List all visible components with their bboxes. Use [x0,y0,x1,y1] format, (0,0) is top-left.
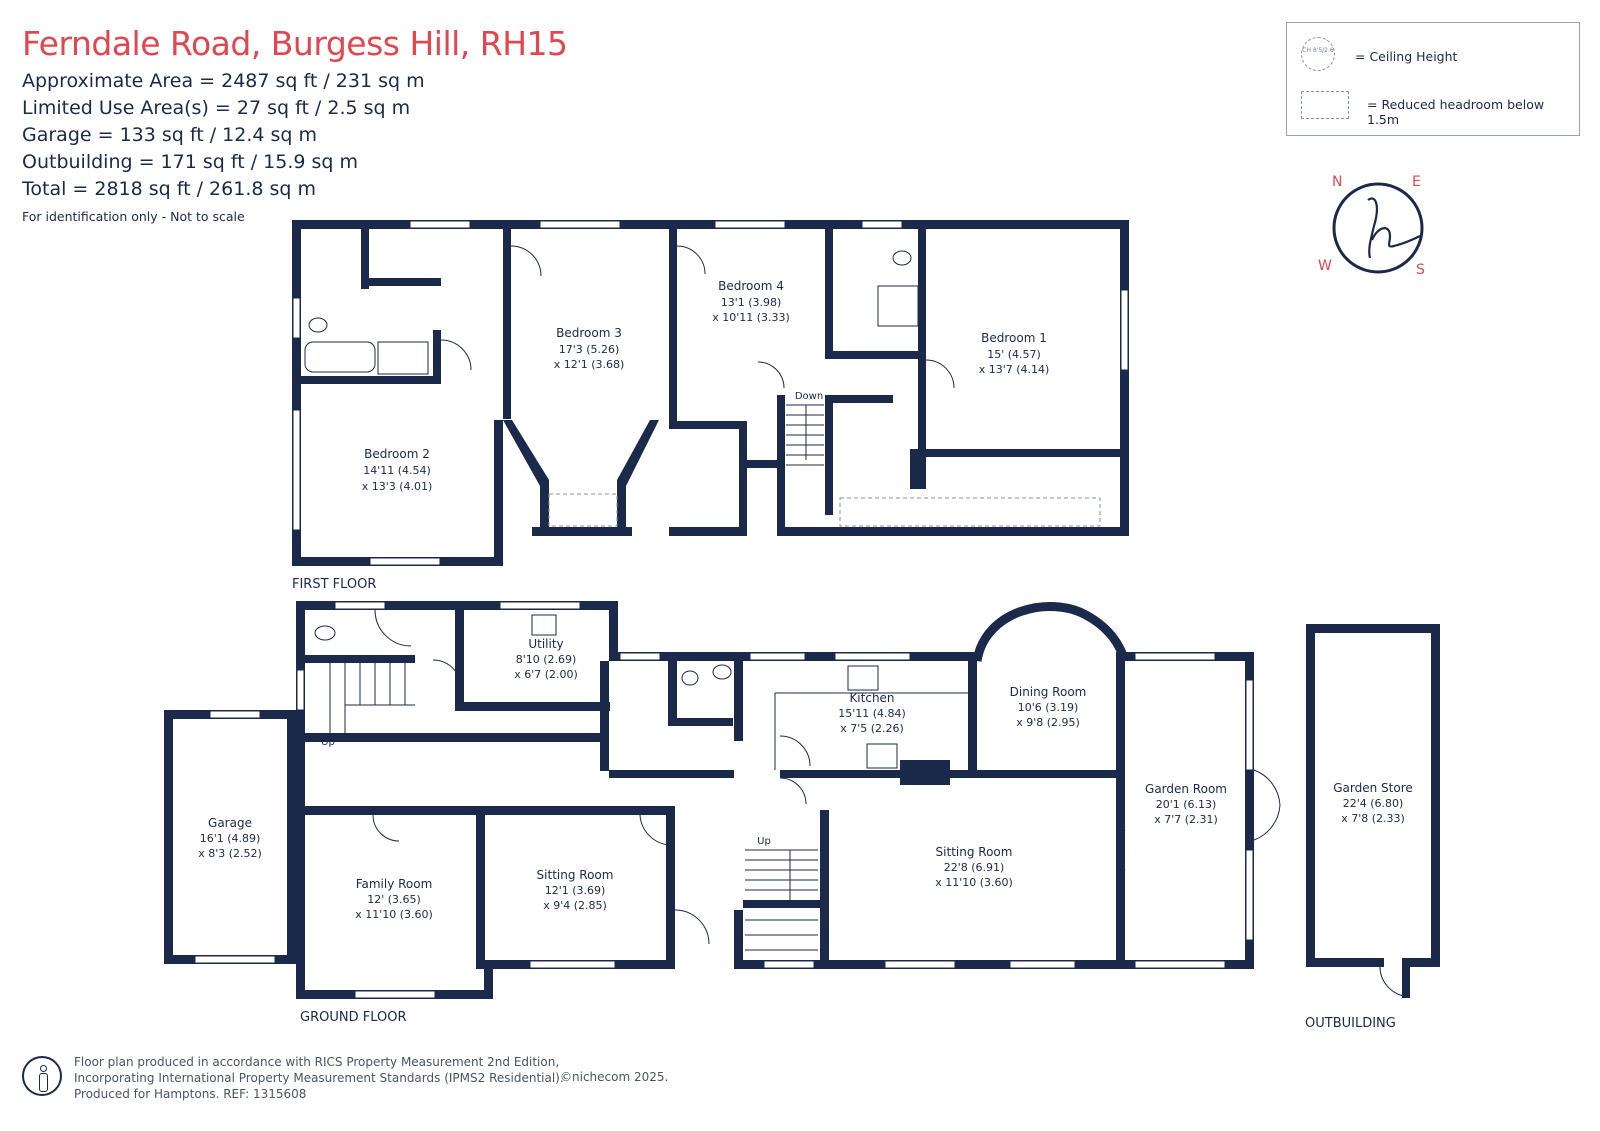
bedroom-3-dim1: 17'3 (5.26) [559,343,620,356]
footer-line: Produced for Hamptons. REF: 1315608 [74,1087,307,1101]
ceiling-height-label: = Ceiling Height [1355,49,1458,64]
toilet-icon [314,625,336,641]
bedroom-3-dim2: x 12'1 (3.68) [554,358,625,371]
family-room-dim2: x 11'10 (3.60) [355,908,433,921]
footer-line: Floor plan produced in accordance with R… [74,1055,560,1069]
compass-e: E [1412,174,1421,190]
bath-icon [304,341,376,373]
sitting-room-large-dim2: x 11'10 (3.60) [935,876,1013,889]
toilet-icon [892,250,912,266]
garden-room-dim2: x 7'7 (2.31) [1154,813,1218,826]
dining-room-name: Dining Room [1010,685,1087,699]
family-room-dim1: 12' (3.65) [367,893,421,906]
stat-approx-area: Approximate Area = 2487 sq ft / 231 sq m [22,70,425,92]
ceiling-height-icon: CH 8'5/2.6 [1301,37,1335,71]
dining-room-dim1: 10'6 (3.19) [1018,701,1079,714]
logo-h-icon [1367,197,1421,259]
sitting-room-small-name: Sitting Room [537,868,614,882]
garden-room-name: Garden Room [1145,782,1227,796]
toilet-icon [308,317,328,333]
bedroom-2-dim1: 14'11 (4.54) [363,464,431,477]
header: Ferndale Road, Burgess Hill, RH15 Approx… [22,24,568,224]
sitting-room-large-name: Sitting Room [936,845,1013,859]
bedroom-2-dim2: x 13'3 (4.01) [362,480,433,493]
stat-limited-use: Limited Use Area(s) = 27 sq ft / 2.5 sq … [22,97,411,119]
bedroom-2-name: Bedroom 2 [364,447,430,461]
stairs-ground-floor [329,663,818,951]
bedroom-4-name: Bedroom 4 [718,279,784,293]
copyright: ©nichecom 2025. [560,1070,669,1084]
stat-outbuilding: Outbuilding = 171 sq ft / 15.9 sq m [22,151,358,173]
shower-icon [877,285,919,327]
bedroom-1-dim1: 15' (4.57) [987,348,1041,361]
sink-icon [847,665,879,691]
footer-line: Incorporating International Property Mea… [74,1071,564,1085]
outbuilding-label: OUTBUILDING [1305,1016,1396,1031]
kitchen-dim2: x 7'5 (2.26) [840,722,904,735]
compass-ring [1332,182,1424,274]
disclaimer: For identification only - Not to scale [22,209,245,224]
footer-notes: Floor plan produced in accordance with R… [74,1054,564,1102]
outbuilding: Garden Store 22'4 (6.80) x 7'8 (2.33) OU… [1305,624,1440,1031]
compass-w: W [1318,258,1332,274]
stairs-down-label: Down [795,391,823,402]
reduced-headroom-label: = Reduced headroom below 1.5m [1367,97,1545,127]
garden-store-dim1: 22'4 (6.80) [1343,797,1404,810]
stairs-first-floor [786,404,824,466]
garage-name: Garage [208,816,252,830]
garden-store-name: Garden Store [1333,781,1413,795]
garage-dim1: 16'1 (4.89) [200,832,261,845]
ground-floor: Utility 8'10 (2.69) x 6'7 (2.00) Kitchen… [164,601,1281,1025]
bedroom-3-name: Bedroom 3 [556,326,622,340]
stat-garage: Garage = 133 sq ft / 12.4 sq m [22,124,318,146]
bedroom-4-dim2: x 10'11 (3.33) [712,311,790,324]
garden-room-dim1: 20'1 (6.13) [1156,798,1217,811]
ground-floor-label: GROUND FLOOR [300,1010,406,1025]
compass-s: S [1416,262,1425,278]
compass-logo: N E S W [1318,174,1425,278]
compass-n: N [1332,174,1342,190]
stairs-up-label: Up [757,836,771,847]
utility-dim2: x 6'7 (2.00) [514,668,578,681]
reduced-headroom-icon [1301,91,1349,119]
family-room-name: Family Room [356,877,433,891]
stairs-up-label: Up [321,737,335,748]
sitting-room-large-dim1: 22'8 (6.91) [944,861,1005,874]
toilet-icon [681,670,699,686]
basin-icon [712,664,732,680]
dining-room-dim2: x 9'8 (2.95) [1016,716,1080,729]
page-title: Ferndale Road, Burgess Hill, RH15 [22,24,568,63]
hob-icon [866,743,898,769]
sitting-room-small-dim2: x 9'4 (2.85) [543,899,607,912]
utility-name: Utility [528,637,563,651]
bedroom-1-name: Bedroom 1 [981,331,1047,345]
stat-total: Total = 2818 sq ft / 261.8 sq m [22,178,316,200]
bedroom-4-dim1: 13'1 (3.98) [721,296,782,309]
shower-icon [377,341,429,375]
garage-dim2: x 8'3 (2.52) [198,847,262,860]
utility-dim1: 8'10 (2.69) [516,653,577,666]
kitchen-name: Kitchen [849,691,894,705]
sitting-room-small-dim1: 12'1 (3.69) [545,884,606,897]
legend: CH 8'5/2.6 = Ceiling Height = Reduced he… [1286,22,1580,136]
first-floor: Bedroom 2 14'11 (4.54) x 13'3 (4.01) Bed… [292,220,1129,592]
garden-store-dim2: x 7'8 (2.33) [1341,812,1405,825]
first-floor-label: FIRST FLOOR [292,577,376,592]
kitchen-dim1: 15'11 (4.84) [838,707,906,720]
sink-icon [531,614,557,636]
bedroom-1-dim2: x 13'7 (4.14) [979,363,1050,376]
person-info-icon [22,1056,62,1096]
